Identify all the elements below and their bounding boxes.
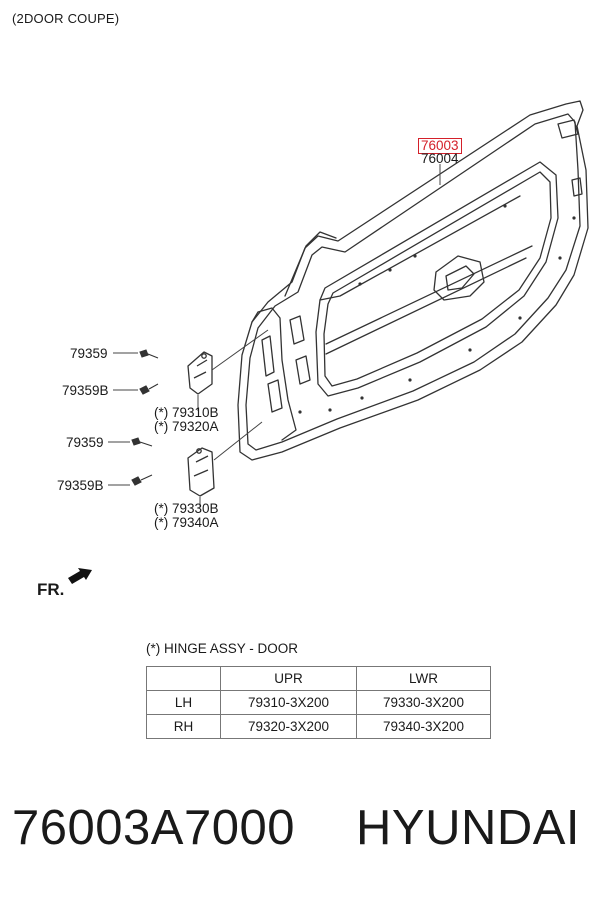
hinge-pillar <box>251 307 297 441</box>
bolt-79359b-lower <box>131 474 153 486</box>
callout-79359-upper: 79359 <box>70 346 108 361</box>
callout-76003: 76003 <box>418 138 462 154</box>
upper-rail <box>319 195 521 301</box>
door-inner-outline <box>245 113 581 451</box>
hinge-table: UPR LWR LH 79310-3X200 79330-3X200 RH 79… <box>146 666 491 739</box>
table-cell-upr: 79320-3X200 <box>220 714 357 739</box>
callout-79340a: (*) 79340A <box>154 515 219 530</box>
door-opening <box>315 161 559 397</box>
upper-hinge <box>187 351 213 395</box>
legend-title: (*) HINGE ASSY - DOOR <box>146 641 299 656</box>
impact-beam <box>325 245 533 355</box>
callout-79310b: (*) 79310B <box>154 405 219 420</box>
callout-79320a: (*) 79320A <box>154 419 219 434</box>
bolt-79359-upper <box>139 349 159 359</box>
variant-label: (2DOOR COUPE) <box>12 11 120 26</box>
table-header-cell <box>146 666 221 691</box>
bolt-79359-lower <box>131 437 153 447</box>
leader-79330b <box>199 421 263 507</box>
table-cell-lwr: 79330-3X200 <box>356 690 491 715</box>
table-row: LH 79310-3X200 79330-3X200 <box>146 690 491 715</box>
front-direction-arrow <box>68 568 92 584</box>
callout-79359b-lower: 79359B <box>57 478 104 493</box>
table-header-row: UPR LWR <box>146 666 491 691</box>
door-outer-outline <box>237 100 589 461</box>
table-cell-side: LH <box>146 690 221 715</box>
table-cell-side: RH <box>146 714 221 739</box>
table-header-cell: LWR <box>356 666 491 691</box>
table-row: RH 79320-3X200 79340-3X200 <box>146 714 491 739</box>
bolt-79359b-upper <box>139 383 159 395</box>
table-cell-lwr: 79340-3X200 <box>356 714 491 739</box>
window-frame <box>284 231 337 297</box>
callout-79359-lower: 79359 <box>66 435 104 450</box>
leader-79310b <box>197 329 269 411</box>
table-header-cell: UPR <box>220 666 357 691</box>
front-label: FR. <box>37 580 65 599</box>
callout-76004: 76004 <box>421 151 459 166</box>
lower-hinge <box>187 447 215 497</box>
part-number: 76003A7000 <box>12 801 295 855</box>
callout-79359b-upper: 79359B <box>62 383 109 398</box>
latch-bracket <box>433 255 485 301</box>
callout-79330b: (*) 79330B <box>154 501 219 516</box>
table-cell-upr: 79310-3X200 <box>220 690 357 715</box>
brand-name: HYUNDAI <box>356 801 581 855</box>
door-opening-inner <box>323 171 552 387</box>
